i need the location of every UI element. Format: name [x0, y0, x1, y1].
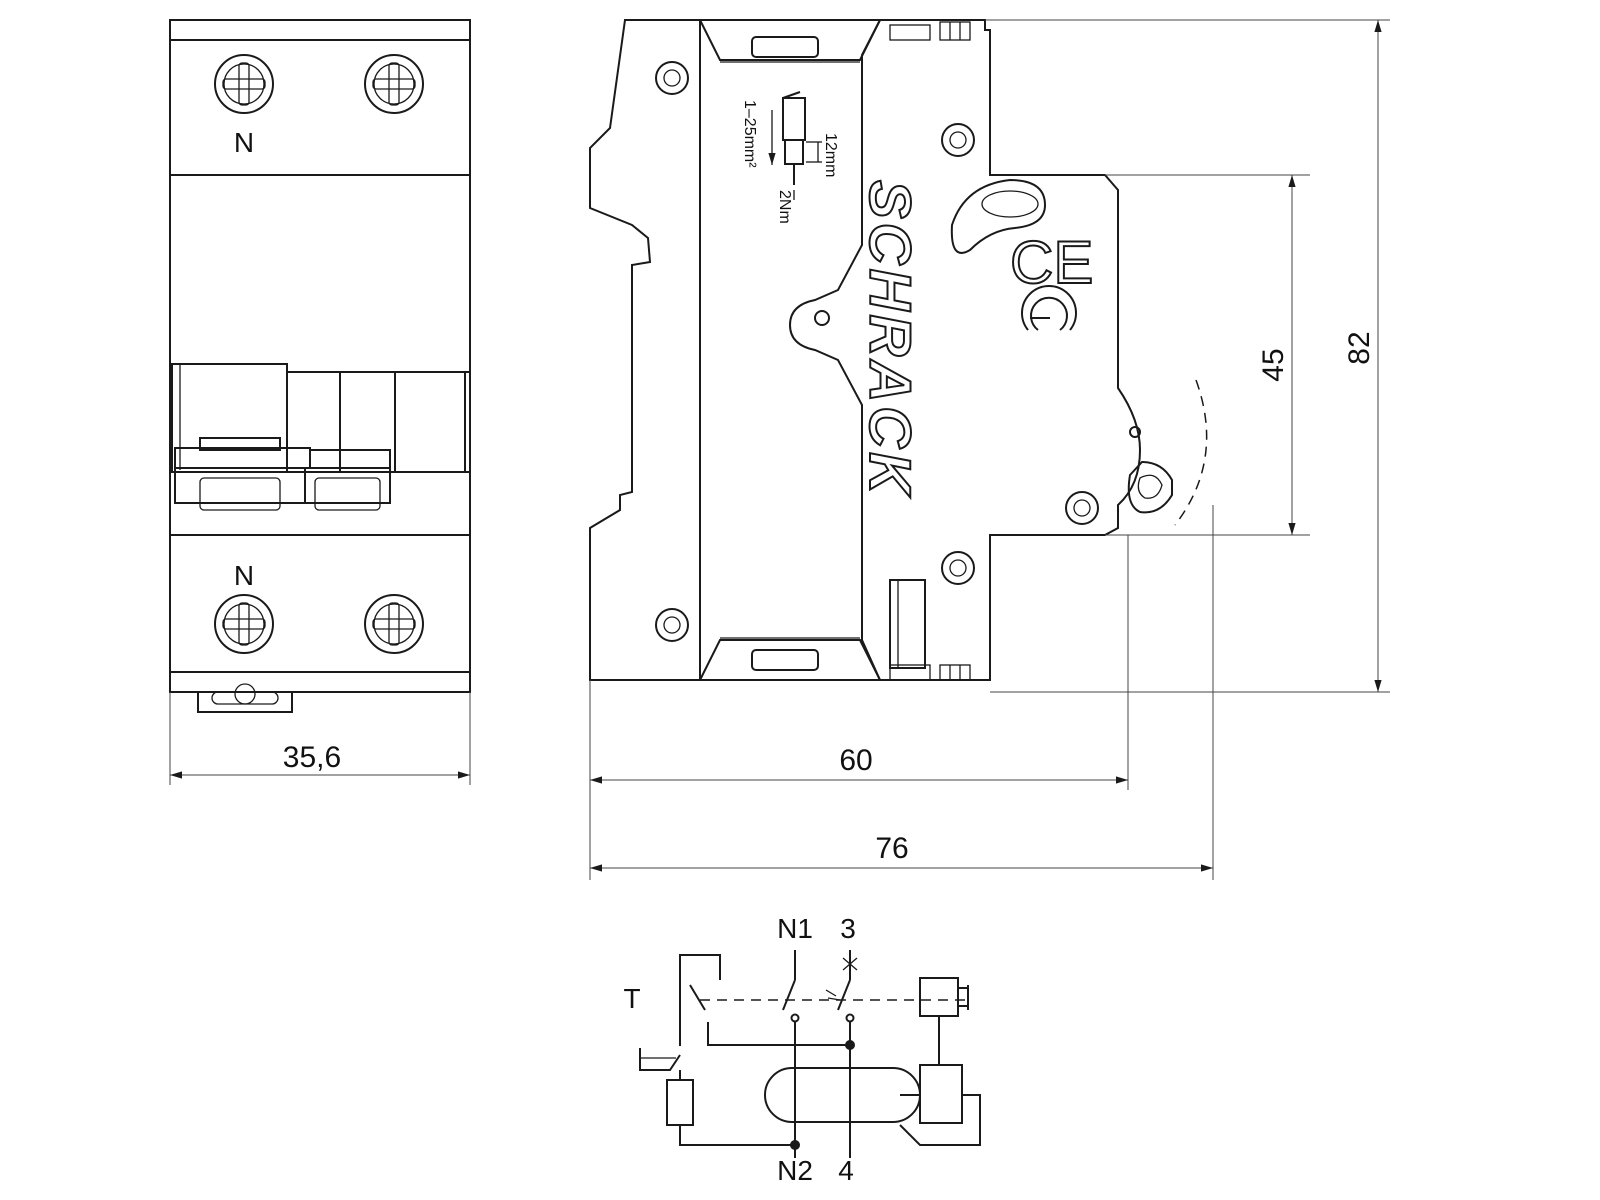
brand-logo-text: SCHRACK — [857, 180, 922, 498]
rivet-icon — [655, 61, 689, 95]
rivet-icon — [655, 608, 689, 642]
terminal-n2-label: N2 — [777, 1155, 813, 1186]
dimension-45: 45 — [1257, 348, 1290, 381]
circuit-schematic: N1 3 T N2 4 — [623, 913, 981, 1186]
ce-icon — [1021, 285, 1077, 331]
terminal-label-top: N — [234, 127, 254, 158]
front-view: N N — [169, 19, 471, 785]
screw-icon — [214, 54, 274, 114]
toggle-lever — [171, 363, 471, 511]
screw-icon — [214, 594, 274, 654]
test-label: T — [623, 983, 640, 1014]
strip-length-label: 12mm — [822, 133, 839, 177]
screw-icon — [364, 594, 424, 654]
wire-cross-section-label: 1–25mm² — [741, 100, 758, 168]
terminal-3-label: 3 — [840, 913, 856, 944]
dimension-82: 82 — [1343, 331, 1376, 364]
dimension-width: 35,6 — [283, 741, 341, 774]
screw-icon — [364, 54, 424, 114]
dimension-60: 60 — [839, 744, 872, 777]
din-clip — [197, 683, 293, 713]
wire-spec-icon — [768, 91, 822, 200]
rivet-icon — [814, 310, 830, 326]
side-view: CE SCHRACK 1–25mm² 12mm 2Nm — [589, 19, 1390, 880]
terminal-label-bottom: N — [234, 560, 254, 591]
rivet-icon — [941, 123, 975, 157]
dimension-76: 76 — [875, 832, 908, 865]
torque-label: 2Nm — [776, 190, 793, 224]
rivet-icon — [941, 551, 975, 585]
rivet-icon — [1065, 491, 1099, 525]
test-lever — [1127, 379, 1208, 526]
terminal-4-label: 4 — [838, 1155, 854, 1186]
terminal-n1-label: N1 — [777, 913, 813, 944]
